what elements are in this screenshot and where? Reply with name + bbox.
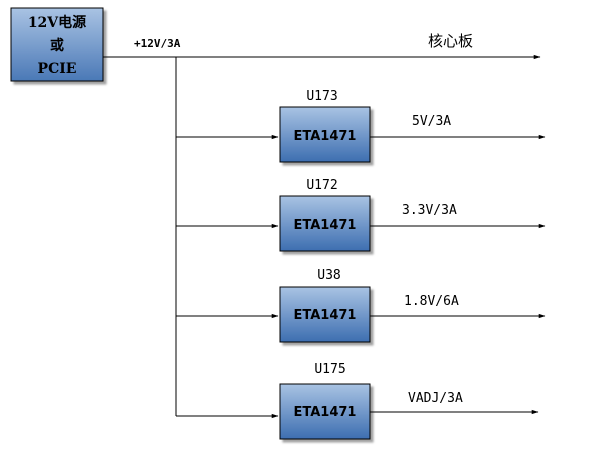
regulator-output: 3.3V/3A: [402, 203, 457, 218]
regulator-box: [279, 195, 371, 252]
regulator-chip: ETA1471: [294, 405, 357, 420]
regulator-chip: ETA1471: [294, 308, 357, 323]
regulator-u173: U173 ETA1471 5V/3A: [176, 89, 546, 163]
regulator-chip: ETA1471: [294, 129, 357, 144]
source-line-3: PCIE: [38, 61, 77, 77]
source-line-1: 12V电源: [28, 14, 86, 31]
regulator-ref: U173: [306, 89, 337, 104]
regulator-output: VADJ/3A: [408, 391, 463, 406]
regulator-ref: U172: [306, 178, 337, 193]
regulator-output: 5V/3A: [412, 114, 451, 129]
regulator-u172: U172 ETA1471 3.3V/3A: [176, 178, 546, 252]
source-line-2: 或: [50, 37, 64, 54]
regulator-box: [279, 286, 371, 343]
destination-label: 核心板: [428, 32, 473, 50]
regulator-u175: U175 ETA1471 VADJ/3A: [176, 362, 539, 440]
regulator-box: [279, 383, 371, 440]
power-source-block: 12V电源 或 PCIE: [10, 7, 104, 82]
regulator-ref: U175: [314, 362, 345, 377]
regulator-box: [279, 106, 371, 163]
regulator-u38: U38 ETA1471 1.8V/6A: [176, 268, 546, 343]
regulator-ref: U38: [317, 268, 340, 283]
regulator-output: 1.8V/6A: [404, 294, 459, 309]
regulator-chip: ETA1471: [294, 218, 357, 233]
bus-label: +12V/3A: [134, 37, 181, 50]
